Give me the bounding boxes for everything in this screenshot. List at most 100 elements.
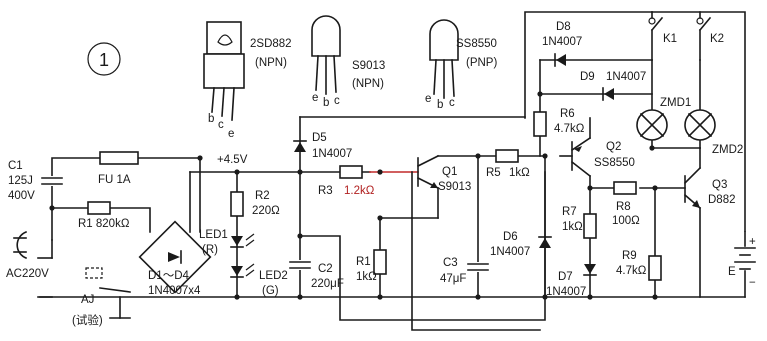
legend-2sd882: b c e 2SD882 (NPN) bbox=[203, 21, 292, 140]
q1-ref: Q1 bbox=[442, 166, 457, 178]
zmd1-label: ZMD1 bbox=[660, 97, 691, 109]
legend-s9013-part: S9013 bbox=[352, 60, 385, 72]
battery-e: + E − bbox=[728, 231, 756, 298]
c2-ref: C2 bbox=[318, 263, 333, 275]
q1-transistor: Q1 S9013 bbox=[411, 154, 471, 219]
r1-input-label: R1 820kΩ bbox=[78, 218, 130, 230]
q3-transistor: Q3 D882 bbox=[683, 166, 736, 210]
r8-ref: R8 bbox=[616, 201, 631, 213]
legend-ss8550-pin-c: c bbox=[449, 97, 455, 109]
c1-val: 125J bbox=[8, 175, 33, 187]
r5-resistor: R5 1kΩ bbox=[486, 149, 530, 179]
led2-ref: LED2 bbox=[259, 270, 288, 282]
c3-val: 47μF bbox=[440, 273, 466, 285]
r5-ref: R5 bbox=[486, 167, 501, 179]
c2-val: 220μF bbox=[311, 278, 344, 290]
lamp-zmd1: ZMD1 bbox=[636, 97, 691, 141]
d8-ref: D8 bbox=[556, 21, 571, 33]
d5-ref: D5 bbox=[312, 132, 327, 144]
junctions bbox=[49, 91, 658, 300]
wiring bbox=[37, 11, 746, 331]
r3-ref: R3 bbox=[318, 185, 333, 197]
aj-note: (试验) bbox=[72, 313, 103, 327]
legend-s9013-pin-b: b bbox=[323, 97, 329, 109]
r1-input-resistor: R1 820kΩ bbox=[78, 201, 130, 230]
c1-ref: C1 bbox=[8, 160, 23, 172]
legend-s9013: e b c S9013 (NPN) bbox=[311, 15, 385, 109]
legend-s9013-pin-c: c bbox=[334, 95, 340, 107]
d9-diode: D9 1N4007 bbox=[580, 71, 646, 101]
legend-2sd882-pin-c: c bbox=[218, 119, 224, 131]
r1-bias-val: 1kΩ bbox=[356, 271, 377, 283]
bridge-parts: 1N4007x4 bbox=[148, 285, 201, 297]
r6-resistor: R6 4.7kΩ bbox=[533, 108, 585, 137]
legend-ss8550-pin-b: b bbox=[437, 99, 443, 111]
d5-part: 1N4007 bbox=[312, 148, 352, 160]
q2-transistor: Q2 SS8550 bbox=[570, 136, 635, 178]
d6-ref: D6 bbox=[503, 231, 518, 243]
d5-diode: D5 1N4007 bbox=[293, 132, 352, 160]
d6-part: 1N4007 bbox=[490, 246, 530, 258]
relay-contacts: K1 K2 bbox=[648, 11, 724, 45]
d7-diode: D7 1N4007 bbox=[546, 264, 597, 298]
r7-val: 1kΩ bbox=[562, 221, 583, 233]
legend-s9013-type: (NPN) bbox=[352, 78, 384, 90]
d7-ref: D7 bbox=[558, 271, 573, 283]
legend-ss8550: e b c SS8550 (PNP) bbox=[425, 19, 497, 111]
c2-capacitor: C2 220μF bbox=[289, 260, 344, 290]
battery-label: E bbox=[728, 266, 736, 278]
r2-val: 220Ω bbox=[252, 205, 280, 217]
c3-capacitor: C3 47μF bbox=[440, 257, 489, 285]
battery-minus: − bbox=[749, 277, 756, 289]
r8-val: 100Ω bbox=[612, 215, 640, 227]
r3-val: 1.2kΩ bbox=[344, 185, 375, 197]
r2-ref: R2 bbox=[255, 190, 270, 202]
r6-ref: R6 bbox=[560, 108, 575, 120]
ac-plug: AC220V bbox=[6, 230, 49, 280]
legend-2sd882-type: (NPN) bbox=[255, 57, 287, 69]
r8-resistor: R8 100Ω bbox=[612, 181, 640, 227]
legend-2sd882-pin-e: e bbox=[228, 128, 234, 140]
legend-2sd882-part: 2SD882 bbox=[250, 38, 292, 50]
plug-label: AC220V bbox=[6, 268, 49, 280]
q1-part: S9013 bbox=[438, 181, 471, 193]
r9-resistor: R9 4.7kΩ bbox=[616, 250, 662, 281]
c3-ref: C3 bbox=[443, 257, 458, 269]
r7-ref: R7 bbox=[562, 206, 577, 218]
legend-ss8550-part: SS8550 bbox=[456, 38, 497, 50]
c1-capacitor: C1 125J 400V bbox=[8, 160, 63, 202]
r9-ref: R9 bbox=[622, 250, 637, 262]
fuse-fu: FU 1A bbox=[98, 151, 139, 186]
fuse-label: FU 1A bbox=[98, 174, 131, 186]
lamp-zmd2: ZMD2 bbox=[684, 109, 743, 156]
figure-number-badge: 1 bbox=[87, 42, 121, 76]
led2: LED2 (G) bbox=[230, 263, 288, 297]
legend-ss8550-pin-e: e bbox=[425, 93, 431, 105]
q3-ref: Q3 bbox=[712, 179, 727, 191]
battery-plus: + bbox=[749, 236, 756, 248]
k1-label: K1 bbox=[663, 33, 677, 45]
led1-color: (R) bbox=[202, 244, 218, 256]
legend-2sd882-pin-b: b bbox=[208, 113, 214, 125]
d8-diode: D8 1N4007 bbox=[542, 21, 582, 67]
k2-label: K2 bbox=[710, 33, 724, 45]
d7-part: 1N4007 bbox=[546, 286, 586, 298]
led1: LED1 (R) bbox=[199, 229, 255, 256]
r1-bias-ref: R1 bbox=[356, 256, 371, 268]
r7-resistor: R7 1kΩ bbox=[562, 206, 597, 239]
q3-part: D882 bbox=[708, 194, 736, 206]
zmd2-label: ZMD2 bbox=[712, 144, 743, 156]
q2-ref: Q2 bbox=[606, 141, 621, 153]
d9-ref: D9 bbox=[580, 71, 595, 83]
aj-label: AJ bbox=[81, 294, 94, 306]
led1-ref: LED1 bbox=[199, 229, 228, 241]
bridge-ref: D1～D4 bbox=[148, 270, 190, 282]
legend-ss8550-type: (PNP) bbox=[466, 57, 497, 69]
r2-resistor: R2 220Ω bbox=[230, 190, 280, 217]
aj-test-switch: AJ (试验) bbox=[72, 267, 131, 327]
r3-resistor: R3 1.2kΩ bbox=[318, 165, 375, 197]
r6-val: 4.7kΩ bbox=[554, 123, 585, 135]
r1-bias-resistor: R1 1kΩ bbox=[356, 249, 387, 283]
legend-s9013-pin-e: e bbox=[312, 92, 318, 104]
